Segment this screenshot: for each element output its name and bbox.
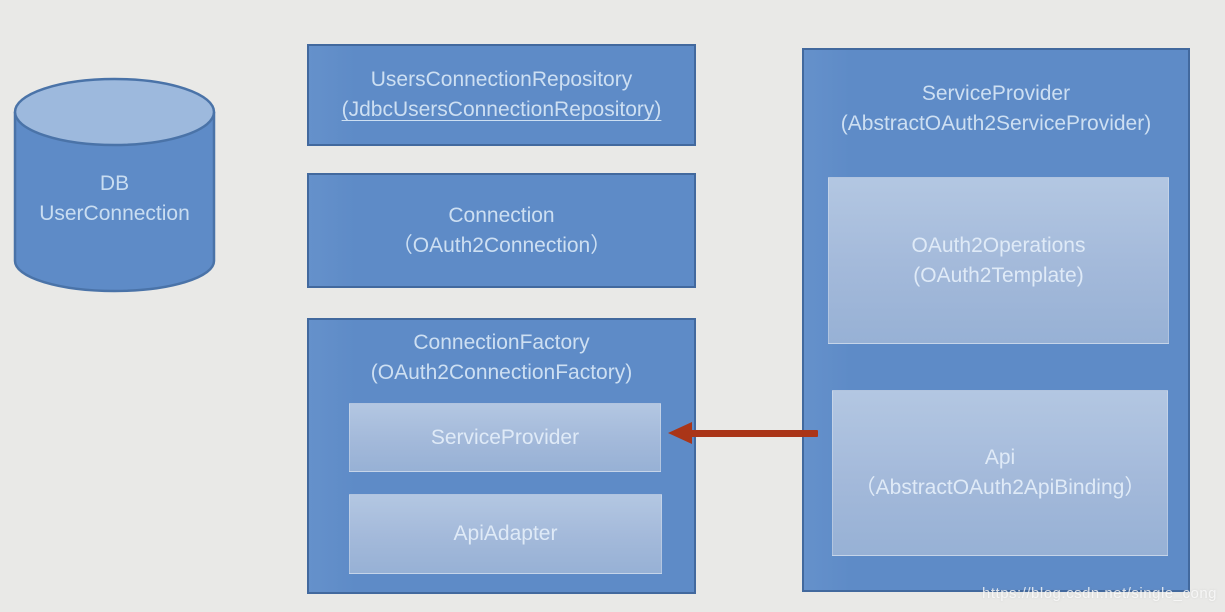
connection-factory-box: ConnectionFactory (OAuth2ConnectionFacto… [307, 318, 696, 594]
service-provider-title: ServiceProvider [921, 82, 1071, 105]
connection-title-block: Connection （OAuth2Connection） [309, 201, 694, 261]
connection-subtitle: （OAuth2Connection） [391, 233, 612, 257]
oauth2-operations-subtitle: (OAuth2Template) [913, 263, 1084, 287]
relation-arrow-shaft [690, 430, 818, 437]
connection-factory-title: ConnectionFactory [413, 331, 590, 354]
connection-box: Connection （OAuth2Connection） [307, 173, 696, 288]
factory-service-provider-label: ServiceProvider [430, 425, 580, 449]
cylinder-shape [13, 77, 216, 293]
database-label: DB UserConnection [13, 169, 216, 229]
api-subtitle: （AbstractOAuth2ApiBinding） [854, 476, 1146, 499]
oauth2-operations-box: OAuth2Operations (OAuth2Template) [828, 177, 1169, 344]
connection-factory-subtitle: (OAuth2ConnectionFactory) [370, 361, 633, 384]
relation-arrow-head-icon [668, 422, 692, 444]
factory-api-adapter-label: ApiAdapter [453, 522, 558, 545]
database-cylinder: DB UserConnection [13, 77, 216, 296]
factory-service-provider-box: ServiceProvider [349, 403, 661, 472]
api-title: Api [984, 446, 1016, 469]
service-provider-box: ServiceProvider (AbstractOAuth2ServicePr… [802, 48, 1190, 592]
factory-api-adapter-box: ApiAdapter [349, 494, 662, 574]
users-connection-repository-title: UsersConnectionRepository [370, 68, 633, 91]
api-box: Api （AbstractOAuth2ApiBinding） [832, 390, 1168, 556]
service-provider-subtitle: (AbstractOAuth2ServiceProvider) [840, 112, 1152, 135]
oauth2-operations-title: OAuth2Operations [911, 233, 1086, 257]
database-label-line1: DB [99, 172, 130, 195]
watermark-url: https://blog.csdn.net/single_cong [982, 585, 1217, 602]
database-label-line2: UserConnection [39, 202, 190, 225]
connection-title: Connection [448, 203, 555, 227]
connection-factory-title-block: ConnectionFactory (OAuth2ConnectionFacto… [309, 320, 694, 388]
users-connection-repository-title-block: UsersConnectionRepository (JdbcUsersConn… [309, 65, 694, 125]
users-connection-repository-box: UsersConnectionRepository (JdbcUsersConn… [307, 44, 696, 146]
users-connection-repository-subtitle: (JdbcUsersConnectionRepository) [341, 98, 662, 121]
service-provider-title-block: ServiceProvider (AbstractOAuth2ServicePr… [804, 50, 1188, 139]
